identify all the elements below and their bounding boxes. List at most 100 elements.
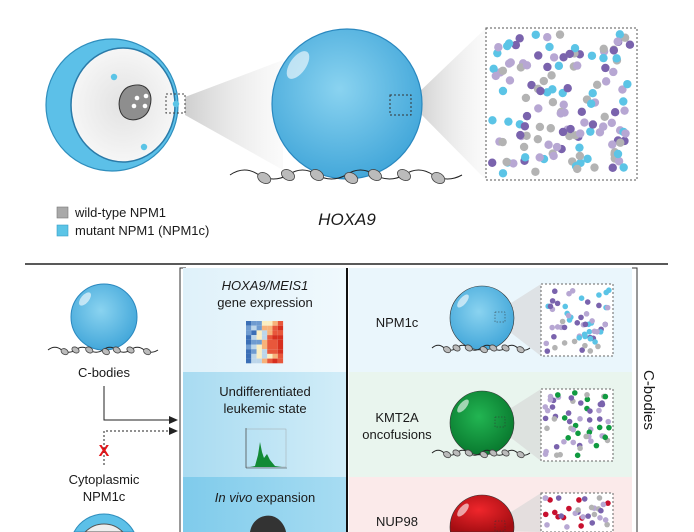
protein-dot [565, 49, 574, 59]
protein-dot [581, 331, 588, 338]
driver-illustration [431, 283, 614, 357]
protein-dot [612, 54, 621, 63]
protein-dot [584, 392, 590, 398]
protein-dot [591, 511, 598, 518]
cell-illustration [45, 38, 186, 172]
protein-dot [549, 151, 558, 161]
protein-dot [561, 340, 568, 346]
protein-dot [549, 324, 555, 331]
heatmap-cell [261, 339, 268, 345]
heatmap-cell [256, 321, 262, 326]
heatmap-cell [272, 358, 278, 364]
protein-dot [596, 302, 602, 309]
protein-dot [619, 163, 628, 172]
heatmap-cell [267, 321, 273, 326]
protein-dot [522, 111, 532, 121]
cytoplasmic-label-2: NPM1c [83, 489, 126, 504]
heatmap-cell [261, 321, 268, 326]
heatmap-cell [256, 344, 262, 350]
protein-dot [621, 129, 630, 138]
heatmap-cell [256, 339, 262, 345]
nucleosome-icon [464, 344, 473, 352]
highlight [457, 503, 469, 517]
protein-dot [489, 64, 498, 74]
protein-dot [522, 61, 532, 70]
mouse-icon [250, 515, 286, 532]
protein-dot [520, 153, 530, 162]
protein-dot [561, 324, 568, 331]
heatmap-cell [256, 330, 262, 336]
heatmap-cell [246, 330, 252, 336]
protein-dot [498, 86, 508, 96]
protein-dot [547, 396, 554, 403]
protein-dot [575, 143, 584, 152]
condensate-sphere [449, 285, 515, 351]
protein-dot [547, 71, 556, 80]
legend-swatch-wild-type [56, 206, 69, 219]
top-panel: wild-type NPM1 mutant NPM1 (NPM1c) HOXA9 [45, 27, 638, 238]
heatmap-cell [272, 339, 278, 345]
protein-dot [586, 127, 595, 136]
protein-dot [559, 318, 566, 325]
heatmap-cell [261, 353, 268, 359]
highlight [457, 294, 469, 308]
nucleosome-icon [344, 172, 359, 184]
protein-dot [577, 416, 583, 422]
heatmap-cell [272, 335, 278, 340]
condensate-sphere [449, 390, 515, 456]
protein-dot [549, 53, 559, 62]
nucleosome-icon [464, 449, 473, 457]
heatmap-cell [267, 353, 273, 359]
protein-dot [531, 167, 540, 176]
protein-dot [568, 395, 575, 401]
nucleosome-icon [501, 449, 510, 457]
legend-label-wild-type: wild-type NPM1 [74, 205, 166, 220]
protein-dot [576, 129, 585, 138]
heatmap-icon [246, 321, 284, 364]
protein-dot [578, 400, 584, 406]
protein-dot [569, 288, 576, 294]
protein-dot [553, 452, 560, 458]
protein-dot [566, 418, 573, 425]
protein-dot [600, 112, 609, 121]
protein-dot [619, 97, 628, 106]
heatmap-cell [267, 335, 273, 340]
protein-dot [598, 507, 604, 514]
arrow-head [169, 416, 178, 424]
arrow-solid [103, 386, 172, 421]
heatmap-cell [277, 358, 284, 364]
arrow-head [169, 427, 178, 435]
zoom-box [494, 520, 506, 532]
protein-dot [571, 338, 578, 345]
protein-dot [620, 106, 629, 115]
protein-dot [570, 439, 577, 446]
protein-dot [618, 85, 627, 94]
protein-dot [561, 415, 568, 421]
condensate-inset [485, 27, 638, 181]
protein-dot [587, 408, 593, 414]
protein-dot [596, 292, 602, 298]
protein-dot [543, 33, 552, 42]
protein-dot [592, 339, 598, 345]
protein-dot [535, 122, 545, 132]
heatmap-cell [251, 349, 257, 354]
heatmap-cell [246, 358, 252, 364]
nucleosome-icon [143, 348, 152, 356]
protein-dot [625, 40, 635, 49]
protein-dot [586, 417, 593, 423]
heatmap-cell [256, 335, 262, 340]
cytoplasmic-label: Cytoplasmic [69, 472, 140, 487]
protein-dot [580, 118, 589, 127]
protein-dot [588, 89, 597, 98]
heatmap-cell [272, 344, 278, 350]
driver-illustration [431, 388, 614, 462]
protein-dot [586, 99, 596, 108]
protein-dot [578, 295, 585, 302]
outcomes-column: HOXA9/MEIS1 gene expression Undifferenti… [183, 268, 346, 532]
protein-dot [580, 514, 586, 520]
nucleosome-icon [452, 344, 461, 352]
protein-dot [559, 53, 568, 62]
heatmap-cell [272, 321, 278, 326]
outcome-title-rest: expansion [252, 490, 315, 505]
